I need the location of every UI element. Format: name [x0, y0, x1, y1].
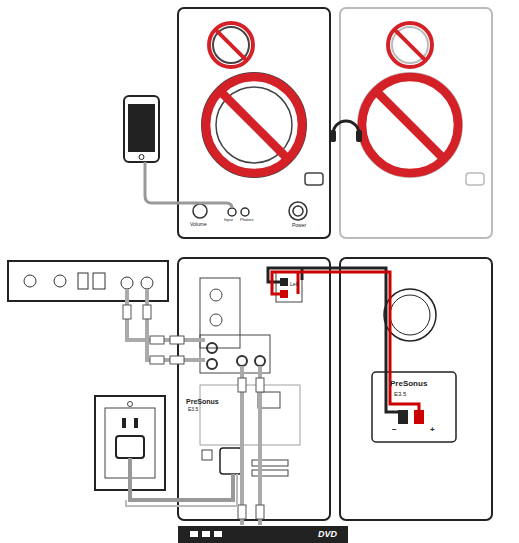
device-label: DVD: [318, 530, 337, 539]
model-label: E3.5: [188, 407, 198, 412]
control-label: Power: [292, 223, 306, 228]
brand-logo: PreSonus: [186, 398, 219, 405]
jack-label: Phones: [240, 218, 254, 222]
control-label: Volume: [190, 222, 207, 227]
model-label: E3.5: [394, 391, 406, 397]
polarity-label: +: [430, 426, 435, 434]
terminal-label: Left: [290, 282, 298, 287]
polarity-label: −: [392, 426, 397, 434]
jack-label: Input: [224, 218, 233, 222]
brand-logo: PreSonus: [390, 380, 427, 388]
